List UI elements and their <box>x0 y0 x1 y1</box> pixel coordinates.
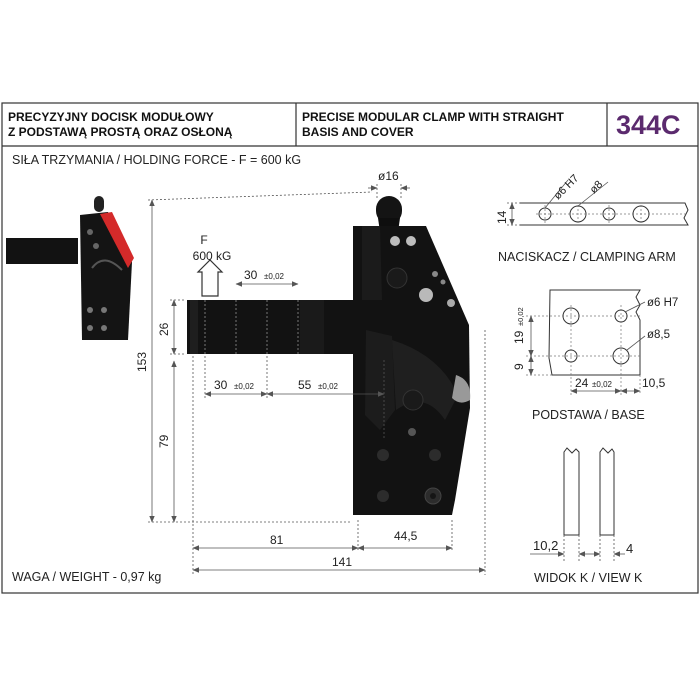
force-value: 600 kG <box>193 249 232 263</box>
dim-lower-height: 79 <box>157 434 171 448</box>
view-k-gap: 4 <box>626 541 633 556</box>
view-k-label: WIDOK K / VIEW K <box>534 571 643 585</box>
dim-head-diameter: ø16 <box>378 169 399 183</box>
clamp-main-view <box>187 196 471 515</box>
frame <box>1 102 699 594</box>
view-k-detail: 10,2 4 WIDOK K / VIEW K <box>530 447 643 585</box>
arm-height: 14 <box>495 210 509 224</box>
base-tol-v: ±0,02 <box>516 307 525 326</box>
base-tol-h: ±0,02 <box>592 380 613 389</box>
arm-hole-8: ø8 <box>588 179 606 197</box>
force-letter: F <box>200 233 207 247</box>
base-label: PODSTAWA / BASE <box>532 408 645 422</box>
clamp-thumbnail <box>6 196 134 340</box>
main-dimension-lines <box>147 184 486 575</box>
dim-tol-lower: ±0,02 <box>234 382 255 391</box>
base-offset-h: 10,5 <box>642 376 666 390</box>
base-hole-8-5: ø8,5 <box>647 329 670 341</box>
dim-width-81: 81 <box>270 533 284 547</box>
title-pl-line1: PRECYZYJNY DOCISK MODUŁOWY <box>8 110 214 124</box>
weight: WAGA / WEIGHT - 0,97 kg <box>12 570 162 584</box>
dim-width-44-5: 44,5 <box>394 529 418 543</box>
title-pl: PRECYZYJNY DOCISK MODUŁOWY Z PODSTAWĄ PR… <box>8 110 232 140</box>
base-detail: ø6 H7 ø8,5 19 ±0,02 9 24 ±0,02 10,5 PODS… <box>512 289 678 422</box>
dim-tol-55: ±0,02 <box>318 382 339 391</box>
base-hole-h7: ø6 H7 <box>647 297 678 309</box>
red-cover-icon <box>100 212 134 268</box>
dim-total-height: 153 <box>135 352 149 372</box>
dim-tol-top: ±0,02 <box>264 272 285 281</box>
title-pl-line2: Z PODSTAWĄ PROSTĄ ORAZ OSŁONĄ <box>8 125 233 139</box>
base-pitch-v: 19 <box>512 330 526 344</box>
dim-arm-height: 26 <box>157 322 171 336</box>
holding-force: SIŁA TRZYMANIA / HOLDING FORCE - F = 600… <box>12 153 302 167</box>
force-arrow-icon <box>196 259 224 297</box>
clamping-arm-label: NACISKACZ / CLAMPING ARM <box>498 250 676 264</box>
dim-pitch-55: 55 <box>298 378 312 392</box>
base-pitch-h: 24 <box>575 376 589 390</box>
arm-hole-h7: ø6 H7 <box>552 172 582 202</box>
title-en-line2: BASIS AND COVER <box>302 125 414 139</box>
dim-width-141: 141 <box>332 555 352 569</box>
dim-arm-pitch-top: 30 <box>244 268 258 282</box>
main-dimension-texts: ø16 F 600 kG 30 ±0,02 26 153 79 30 ±0,02… <box>135 169 418 569</box>
clamping-arm-bar <box>187 300 362 354</box>
clamping-arm-detail: 14 ø6 H7 ø8 NACISKACZ / CLAMPING ARM <box>495 172 689 264</box>
view-k-width: 10,2 <box>533 538 558 553</box>
title-en: PRECISE MODULAR CLAMP WITH STRAIGHT BASI… <box>302 110 564 140</box>
base-offset-v: 9 <box>512 363 526 370</box>
pressure-head <box>376 196 402 224</box>
dim-pitch-lower: 30 <box>214 378 228 392</box>
product-code: 344C <box>616 110 681 140</box>
title-en-line1: PRECISE MODULAR CLAMP WITH STRAIGHT <box>302 110 564 124</box>
